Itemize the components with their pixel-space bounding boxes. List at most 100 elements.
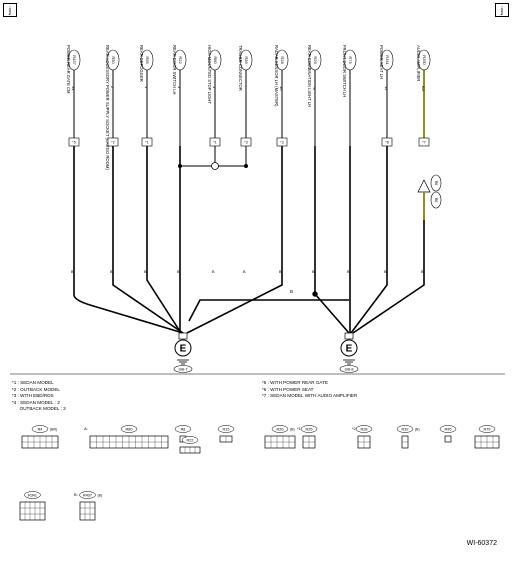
connector-name-oval bbox=[24, 491, 41, 499]
note-box bbox=[418, 137, 430, 147]
connector-name: R15 bbox=[223, 427, 230, 431]
connector-oval bbox=[308, 49, 322, 71]
wiring-lines bbox=[10, 70, 505, 375]
note-line: OUTBACK MODEL : 3 bbox=[12, 406, 66, 412]
connector-id: R8 bbox=[434, 198, 438, 203]
connector-name-oval bbox=[355, 425, 373, 433]
connector-name: R8 bbox=[181, 427, 186, 431]
connector-name-oval bbox=[396, 425, 414, 433]
note-text: *5 bbox=[72, 140, 75, 144]
connector-name: R437 bbox=[83, 493, 92, 497]
ground-letter: E bbox=[346, 344, 353, 355]
note-text: *1 bbox=[145, 140, 148, 144]
connector-name-oval bbox=[478, 425, 496, 433]
note-box bbox=[107, 137, 119, 147]
connector-name: R26 bbox=[277, 427, 284, 431]
connector-name: R4 bbox=[38, 427, 43, 431]
connector-oval bbox=[430, 174, 442, 192]
connector-color: (B) bbox=[290, 427, 295, 431]
note-line: *6 : WITH POWER SEAT bbox=[262, 386, 314, 392]
connector-name-oval bbox=[174, 425, 192, 433]
circuit-label: REAR DOOR SWITCH LH bbox=[172, 45, 177, 95]
connector-color: (B) bbox=[98, 493, 103, 497]
ground-circle bbox=[174, 339, 192, 357]
circuit-label: HIGH-MOUNTED STOP LIGHT bbox=[207, 45, 212, 104]
ground-wire bbox=[186, 146, 283, 334]
notes-right: *5 : WITH POWER REAR GATE *6 : WITH POWE… bbox=[262, 380, 357, 400]
connector-face bbox=[79, 501, 96, 521]
note-line: *4 : SEDAN MODEL : 2 bbox=[12, 399, 60, 405]
note-text: *1 bbox=[213, 140, 216, 144]
connector-name: R80 bbox=[126, 427, 133, 431]
connector-oval bbox=[380, 49, 394, 71]
connector-id: R50 bbox=[111, 56, 116, 64]
circuit-label: REAR DEFOGGER bbox=[139, 45, 144, 82]
connector-id: R6 bbox=[434, 181, 438, 186]
connector-prefix: *1 bbox=[297, 426, 302, 431]
note-line: *3 : WITH EBD/RDS bbox=[12, 393, 54, 399]
connector-name-oval bbox=[181, 436, 199, 444]
ground-circle bbox=[340, 339, 358, 357]
connector-oval bbox=[430, 191, 442, 209]
bus-wire bbox=[188, 299, 349, 322]
connector-name: R95 bbox=[445, 427, 452, 431]
pin-number: *4 bbox=[312, 86, 317, 91]
connector-oval bbox=[275, 49, 289, 71]
circuit-label: TRAILER CONNECTOR bbox=[238, 45, 243, 91]
connector-prefix: B: bbox=[74, 492, 78, 497]
ground-wire bbox=[352, 220, 425, 334]
note-box bbox=[68, 137, 80, 147]
connector-name-oval bbox=[79, 491, 96, 499]
joint-dot bbox=[211, 162, 219, 170]
note-text: *3 bbox=[244, 140, 247, 144]
note-text: *7 bbox=[422, 140, 425, 144]
note-line: *1 : SEDAN MODEL bbox=[12, 380, 54, 385]
wire-color-label: B bbox=[144, 270, 147, 274]
pin-number: 34 bbox=[71, 86, 76, 91]
connector-oval bbox=[173, 49, 187, 71]
ground-id: GB-7 bbox=[179, 367, 188, 371]
pin-number: 10 bbox=[279, 86, 284, 91]
connector-id: R95 bbox=[244, 56, 249, 64]
wire-color-label: B bbox=[279, 270, 282, 274]
note-box bbox=[209, 137, 221, 147]
wire-color-label: B bbox=[384, 270, 387, 274]
note-text: *6 bbox=[385, 140, 388, 144]
ground-wire bbox=[146, 146, 182, 334]
note-line: *5 : WITH POWER REAR GATE bbox=[262, 380, 329, 385]
note-line: *2 : OUTBACK MODEL bbox=[12, 386, 60, 392]
wire-color-label: B bbox=[421, 270, 424, 274]
pin-number: A5 bbox=[421, 86, 426, 92]
pin-number: 12 bbox=[384, 86, 389, 91]
connector-name: R28 bbox=[361, 427, 368, 431]
notes-left: *1 : SEDAN MODEL *2 : OUTBACK MODEL *3 :… bbox=[12, 380, 66, 413]
ground-wire bbox=[314, 146, 350, 334]
connector-id: R437 bbox=[72, 55, 77, 65]
connector-name: R341 bbox=[28, 493, 37, 497]
wire-color-label: B bbox=[110, 270, 113, 274]
ground-wire bbox=[112, 146, 184, 334]
connector-name: R32 bbox=[402, 427, 409, 431]
note-box bbox=[240, 137, 252, 147]
wire-color-label: B bbox=[177, 270, 180, 274]
connector-name-oval bbox=[271, 425, 289, 433]
connector-name-oval bbox=[300, 425, 318, 433]
connector-id: R341 bbox=[385, 55, 390, 65]
bus-label: B bbox=[290, 289, 293, 294]
connector-name: R79 bbox=[484, 427, 491, 431]
pin-number: 1 bbox=[144, 86, 149, 89]
connector-name-oval bbox=[31, 425, 49, 433]
pin-number: 2 bbox=[110, 86, 115, 89]
wire-color-label: B bbox=[347, 270, 350, 274]
pin-number: 1 bbox=[212, 86, 217, 89]
ground-id: GB-8 bbox=[345, 367, 354, 371]
connector-name-oval bbox=[120, 425, 138, 433]
connector-prefix: A: bbox=[84, 426, 88, 431]
note-text: *2 bbox=[111, 140, 114, 144]
splice-dot bbox=[244, 164, 248, 168]
connector-name-oval bbox=[217, 425, 235, 433]
wire-color-label: B bbox=[312, 270, 315, 274]
circuit-label: FRONT DOOR SWITCH LH bbox=[342, 45, 347, 97]
